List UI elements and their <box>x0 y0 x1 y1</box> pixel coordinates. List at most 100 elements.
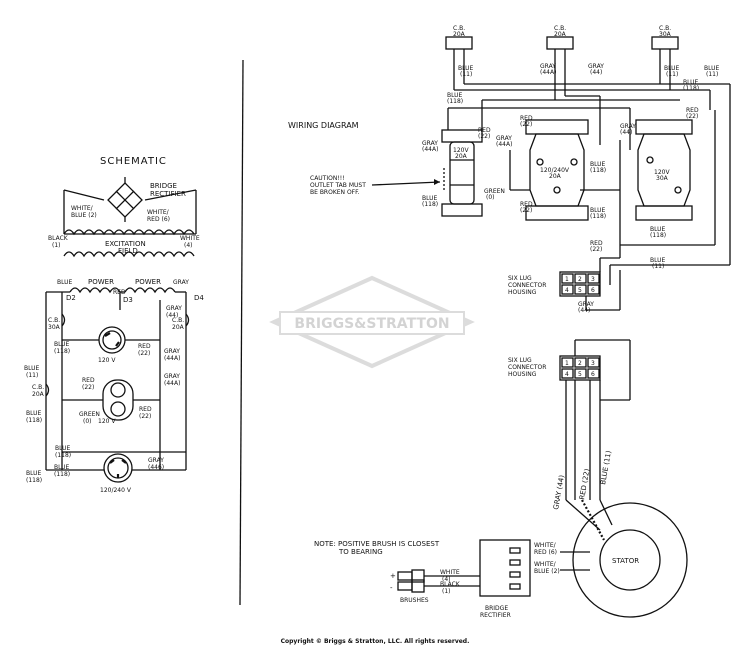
diagram-label: STATOR <box>612 557 639 565</box>
diagram-label: 3 <box>591 360 595 367</box>
diagram-label: (44) <box>578 307 590 314</box>
diagram-label: 1 <box>565 360 569 367</box>
schematic-outlet-120v-30a <box>62 326 160 354</box>
diagram-label: TO BEARING <box>338 548 383 556</box>
stator-lead-wires <box>565 339 631 541</box>
diagram-label: RED <box>138 343 151 350</box>
diagram-label: WHITE <box>180 235 200 242</box>
diagram-label: FIELD <box>118 247 138 255</box>
diagram-label: POWER <box>135 278 161 286</box>
diagram-label: RED (6) <box>147 216 170 223</box>
diagram-label: BLUE <box>55 445 71 452</box>
diagram-label: BLUE <box>590 161 606 168</box>
diagram-label: (1) <box>442 588 451 595</box>
diagram-label: 20A <box>549 173 562 180</box>
diagram-label: (118) <box>54 348 70 355</box>
diagram-label: BLUE <box>650 257 666 264</box>
diagram-label: 120V <box>654 169 670 176</box>
diagram-label: 120 V <box>98 357 116 364</box>
diagram-label: C.B. <box>172 317 184 324</box>
diagram-label: RED <box>520 201 533 208</box>
outlet-120-240v-20a <box>525 119 589 221</box>
diagram-label: (11) <box>460 71 472 78</box>
diagram-label: C.B. <box>48 317 60 324</box>
outlet-120v-30a <box>635 119 693 221</box>
diagram-label: CONNECTOR <box>508 282 546 289</box>
diagram-label: WHITE/ <box>71 205 94 212</box>
schematic-panel: SCHEMATIC BRIDGE RECTIFIER WHITE/ BLUE (… <box>24 156 204 494</box>
note-text: NOTE: POSITIVE BRUSH IS CLOSEST <box>314 540 440 548</box>
diagram-label: BLUE <box>57 279 73 286</box>
diagram-label: GRAY <box>620 123 636 130</box>
diagram-label: 1 <box>565 276 569 283</box>
diagram-label: 120/240 V <box>100 487 132 494</box>
diagram-label: (1) <box>52 242 61 249</box>
diagram-label: BLACK <box>440 581 461 588</box>
diagram-label: (22) <box>520 207 532 214</box>
panel-divider <box>239 59 244 606</box>
diagram-label: (44A) <box>164 380 180 387</box>
diagram-label: BLUE <box>650 226 666 233</box>
diagram-label: (11) <box>26 372 38 379</box>
diagram-label: (44A) <box>496 141 512 148</box>
diagram-label: - <box>390 584 393 592</box>
diagram-label: (22) <box>520 121 532 128</box>
diagram-label: EXCITATION <box>105 240 146 248</box>
diagram-label: GREEN <box>484 188 505 195</box>
diagram-label: RED <box>590 240 603 247</box>
diagram-label: GRAY <box>148 457 164 464</box>
diagram-label: BLUE <box>704 65 720 72</box>
diagram-label: 2 <box>578 276 582 283</box>
diagram-label: 120V <box>453 147 469 154</box>
diagram-label: (22) <box>138 350 150 357</box>
diagram-label: 20A <box>554 31 567 38</box>
diagram-label: GREEN <box>79 411 100 418</box>
diagram-label: GRAY <box>164 373 180 380</box>
diagram-label: HOUSING <box>508 289 537 296</box>
diagram-label: BRUSHES <box>400 597 429 604</box>
briggs-stratton-watermark: BRIGGS&STRATTON <box>269 275 475 369</box>
diagram-label: (44) <box>166 312 178 319</box>
diagram-label: GRAY (44) <box>552 474 566 510</box>
diagram-label: 30A <box>656 175 669 182</box>
diagram-label: BLUE <box>447 92 463 99</box>
diagram-label: RECTIFIER <box>150 190 186 198</box>
six-lug-connector-housing-top: 1 2 3 4 5 6 <box>559 271 601 297</box>
diagram-label: WHITE/ <box>534 561 557 568</box>
diagram-label: (118) <box>26 477 42 484</box>
diagram-label: C.B. <box>659 25 671 32</box>
diagram-label: BLACK <box>48 235 69 242</box>
diagram-label: BRIDGE <box>150 182 177 190</box>
diagram-label: 30A <box>659 31 672 38</box>
diagram-label: GRAY <box>173 279 189 286</box>
diagram-label: 20A <box>32 391 45 398</box>
diagram-label: BLUE <box>24 365 40 372</box>
wiring-title: WIRING DIAGRAM <box>288 121 359 130</box>
diagram-label: BLUE <box>683 79 699 86</box>
caution-label: CAUTION!!! <box>310 175 345 182</box>
diagram-label: (44) <box>620 129 632 136</box>
diagram-label: (44A) <box>422 146 438 153</box>
diagram-label: 5 <box>578 287 582 294</box>
diagram-label: C.B. <box>554 25 566 32</box>
diagram-label: WHITE/ <box>147 209 170 216</box>
diagram-label: (11) <box>666 71 678 78</box>
stator <box>572 502 688 618</box>
circuit-breaker-left-20a <box>445 36 473 60</box>
diagram-label: 4 <box>565 287 569 294</box>
diagram-label: + <box>390 572 396 580</box>
diagram-label: GRAY <box>164 348 180 355</box>
diagram-label: GRAY <box>496 135 512 142</box>
cb-30a-symbol <box>61 313 66 327</box>
diagram-label: RED (6) <box>534 549 557 556</box>
diagram-label: GRAY <box>166 305 182 312</box>
watermark-text: BRIGGS&STRATTON <box>294 316 449 332</box>
diagram-label: BLUE <box>26 470 42 477</box>
diagram-label: WHITE <box>440 569 460 576</box>
diagram-label: (118) <box>55 452 71 459</box>
diagram-label: 120 V <box>98 418 116 425</box>
diagram-label: (118) <box>683 85 699 92</box>
diagram-label: (118) <box>26 417 42 424</box>
wiring-diagram-panel: WIRING DIAGRAM C.B. 20A C.B. 20A C.B. 30… <box>288 25 731 619</box>
diagram-label: (0) <box>83 418 92 425</box>
